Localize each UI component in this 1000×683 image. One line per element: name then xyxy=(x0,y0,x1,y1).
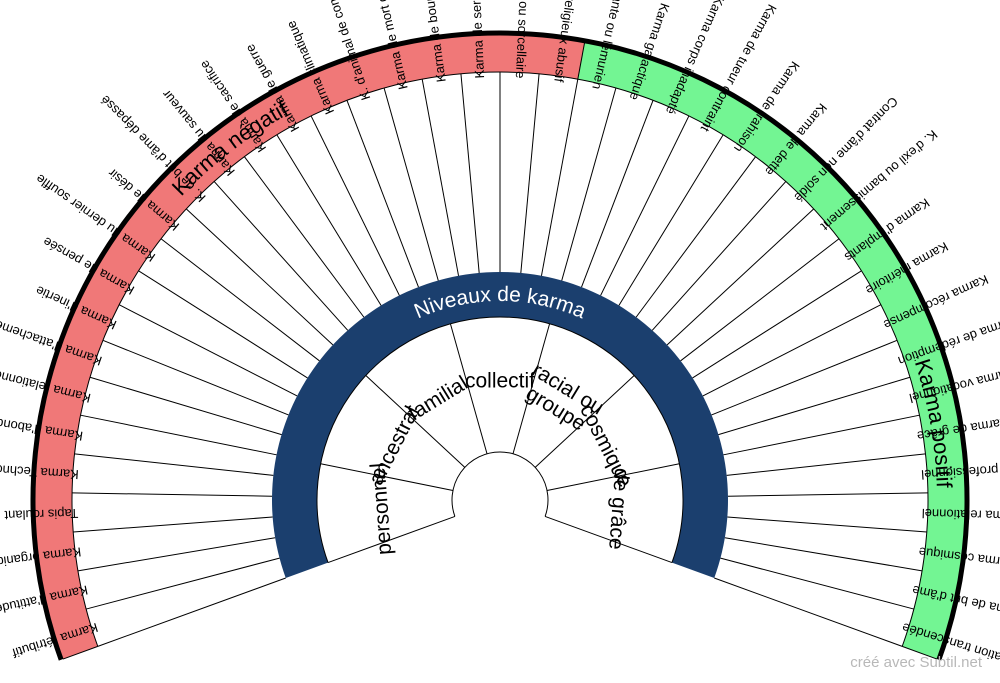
item-divider xyxy=(74,453,274,476)
inner-divider xyxy=(546,463,680,491)
item-divider xyxy=(651,181,787,331)
item-divider xyxy=(702,304,882,397)
item-divider xyxy=(86,557,280,610)
item-divider xyxy=(118,304,298,397)
item-divider xyxy=(89,376,282,436)
item-divider xyxy=(97,577,286,647)
item-divider xyxy=(692,270,862,379)
negative-band xyxy=(34,34,585,660)
item-divider xyxy=(213,181,349,331)
item-divider xyxy=(383,87,439,281)
outer-item-label: Karma relationnel xyxy=(921,506,1000,524)
item-divider xyxy=(276,134,382,306)
item-divider xyxy=(726,453,926,476)
item-divider xyxy=(635,156,756,318)
inner-divider xyxy=(320,463,454,491)
item-divider xyxy=(723,414,920,456)
item-divider xyxy=(310,115,400,296)
item-divider xyxy=(346,100,419,288)
item-divider xyxy=(727,516,927,533)
item-divider xyxy=(724,537,923,572)
outer-item-label: Tapis roulant xyxy=(4,506,79,523)
item-divider xyxy=(714,577,903,647)
item-divider xyxy=(720,557,914,610)
inner-divider xyxy=(534,375,635,468)
item-divider xyxy=(618,134,724,306)
item-divider xyxy=(185,208,334,346)
inner-area xyxy=(317,316,683,563)
item-divider xyxy=(561,87,617,281)
inner-sector-label: collectif xyxy=(465,370,535,393)
item-divider xyxy=(520,73,540,273)
item-divider xyxy=(666,208,815,346)
positive-band xyxy=(577,42,966,660)
band-separator xyxy=(577,42,586,80)
levels-ring xyxy=(271,271,729,578)
item-divider xyxy=(102,339,289,416)
ring-inner-arc xyxy=(316,316,684,563)
inner-divider xyxy=(327,515,456,564)
band-separator xyxy=(902,645,938,660)
item-divider xyxy=(460,73,480,273)
inner-divider xyxy=(365,375,466,468)
items-area xyxy=(71,71,929,647)
item-divider xyxy=(244,156,365,318)
outer-item-label: K. magique ou sorcellaire xyxy=(513,0,535,79)
item-divider xyxy=(160,238,320,362)
item-divider xyxy=(540,79,579,276)
inner-divider xyxy=(544,515,673,564)
item-divider xyxy=(421,79,460,276)
outer-rim xyxy=(30,30,970,661)
item-divider xyxy=(718,376,911,436)
inner-divider xyxy=(512,323,551,454)
item-divider xyxy=(138,270,308,379)
band-inner-arc xyxy=(71,71,929,647)
credit-text: créé avec Subtil.net xyxy=(850,654,982,671)
item-divider xyxy=(680,238,840,362)
item-divider xyxy=(581,100,654,288)
item-divider xyxy=(727,492,928,497)
item-divider xyxy=(77,537,276,572)
item-divider xyxy=(711,339,898,416)
band-separator xyxy=(62,645,98,660)
item-divider xyxy=(600,115,690,296)
outer-item-label: Karma de serments anciens xyxy=(465,0,487,79)
hub-arc xyxy=(451,451,549,517)
item-divider xyxy=(73,516,273,533)
item-divider xyxy=(80,414,277,456)
item-divider xyxy=(72,492,273,497)
inner-divider xyxy=(449,323,488,454)
